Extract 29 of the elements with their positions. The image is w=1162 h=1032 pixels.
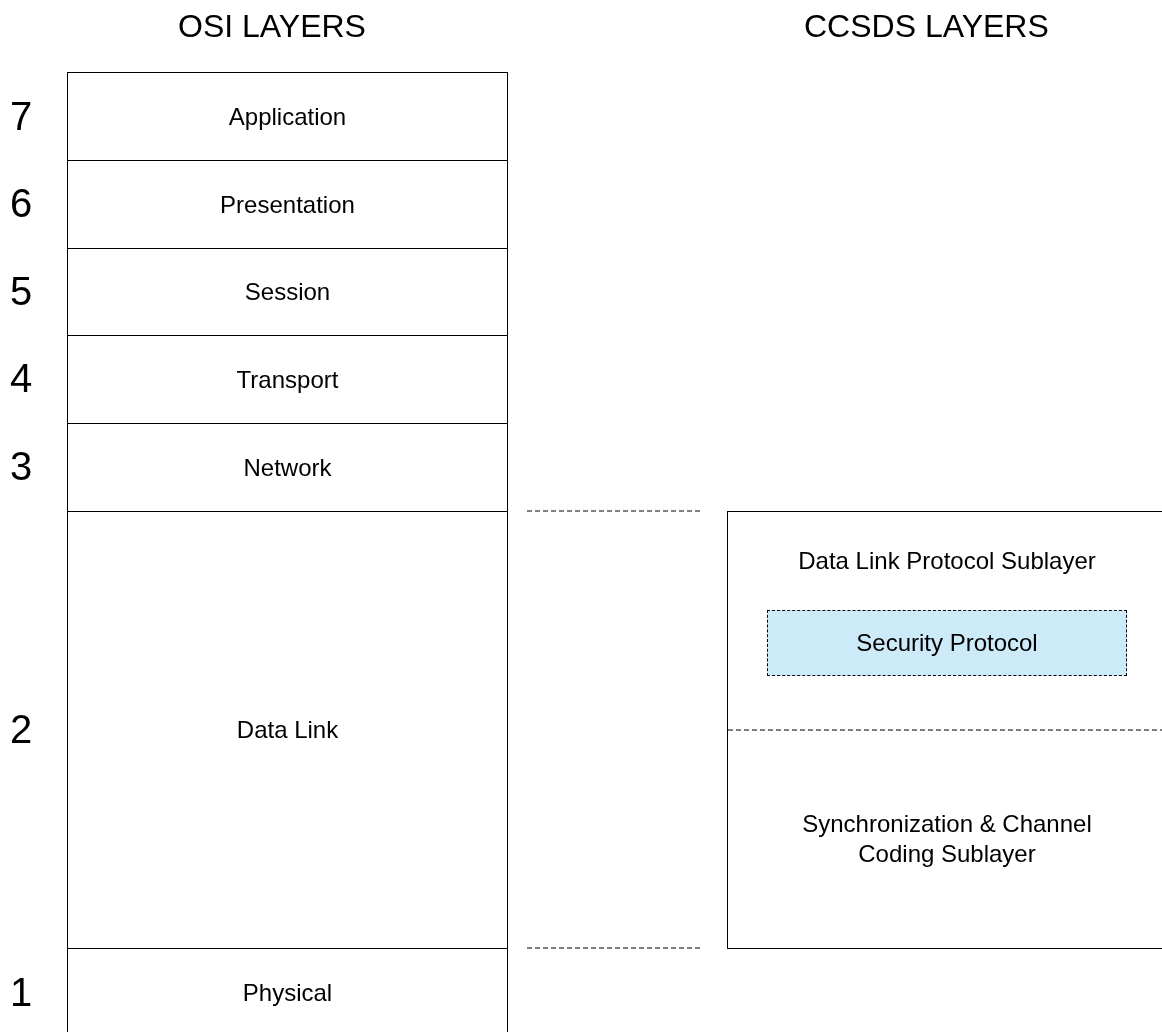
layer-box (67, 335, 508, 424)
layer-box (67, 72, 508, 161)
layer-name: Session (244, 277, 331, 307)
layer-number: 7 (10, 94, 33, 139)
layer-box (67, 423, 508, 512)
layer-number: 1 (10, 970, 33, 1015)
column-heading: CCSDS LAYERS (804, 8, 1049, 45)
column-heading: OSI LAYERS (178, 8, 366, 45)
layer-name: Data Link Protocol Sublayer (798, 546, 1096, 576)
layer-box (67, 248, 508, 336)
layer-name: Synchronization & Channel Coding Sublayer (801, 809, 1093, 869)
layer-number: 6 (10, 181, 33, 226)
layer-number: 5 (10, 269, 33, 314)
layer-number: 2 (10, 707, 33, 752)
layer-box (67, 948, 508, 1032)
layer-number: 3 (10, 444, 33, 489)
layer-box (67, 160, 508, 249)
layer-name: Data Link (236, 715, 339, 745)
sublayer-box (727, 730, 1162, 949)
layer-name: Transport (236, 364, 339, 395)
layer-name: Presentation (220, 189, 355, 220)
layer-number: 4 (10, 356, 33, 401)
layer-name: Network (243, 452, 332, 483)
protocol-box (767, 610, 1127, 676)
sublayer-box (727, 511, 1162, 731)
layer-name: Application (228, 101, 347, 132)
layer-box (67, 511, 508, 949)
layer-name: Security Protocol (856, 628, 1038, 658)
layer-name: Physical (242, 978, 333, 1008)
